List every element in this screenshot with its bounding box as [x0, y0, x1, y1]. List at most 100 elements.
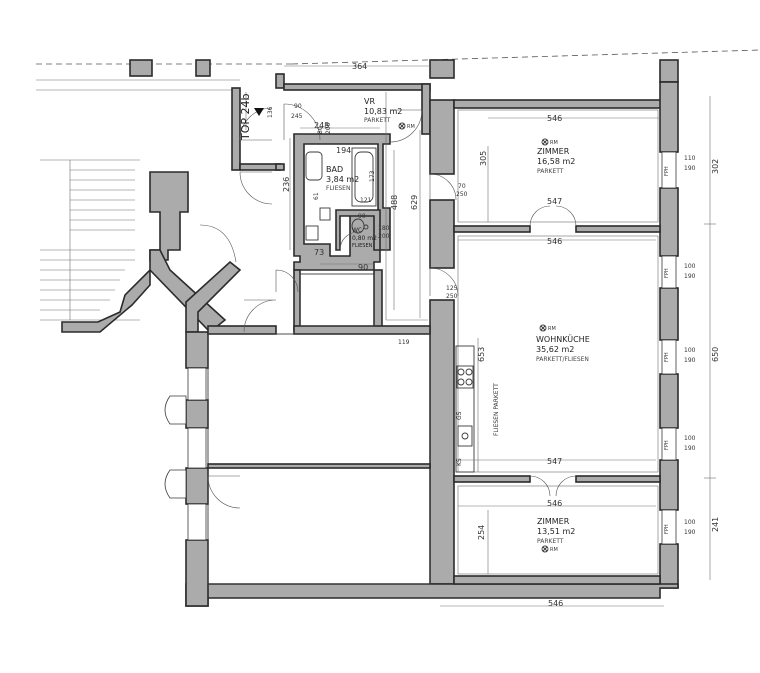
win-dim: 110: [684, 155, 696, 162]
dim-245: 245: [291, 113, 303, 120]
dim-80: 80: [317, 126, 324, 134]
wall: [659, 287, 679, 341]
wall: [275, 73, 285, 89]
kitchen-counter: [455, 345, 475, 473]
win-dim: 100: [684, 435, 696, 442]
dim-180: 180: [378, 225, 390, 232]
room-wohnkueche-name: WOHNKÜCHE: [536, 334, 590, 344]
win-dim: 190: [684, 529, 696, 536]
fph-label: FPH: [664, 524, 670, 534]
plot-boundary-line: [291, 49, 760, 65]
fliesen-parkett-label: FLIESEN PARKETT: [493, 383, 500, 436]
room-vr-name: VR: [364, 97, 375, 106]
room-wohnkueche-area: 35,62 m2: [536, 345, 574, 354]
bathtub: [351, 147, 377, 207]
dim-241: 241: [711, 517, 720, 532]
room-zimmer-top-floor: PARKETT: [537, 168, 564, 175]
dim-302: 302: [711, 159, 720, 174]
win-dim: 190: [684, 165, 696, 172]
wall: [575, 225, 661, 233]
room-vr-area: 10,83 m2: [364, 107, 402, 116]
kitchen-sink: [457, 425, 473, 447]
dim-200: 200: [378, 233, 390, 240]
room-bad-name: BAD: [326, 165, 343, 174]
dim-254: 254: [477, 525, 486, 540]
wall: [195, 59, 211, 77]
dim-194: 194: [336, 146, 351, 155]
dim-119: 119: [398, 339, 410, 346]
unit-label: TOP 24b: [239, 93, 252, 141]
win-dim: 190: [684, 445, 696, 452]
dim-121: 121: [360, 197, 372, 204]
facade-windows: [661, 151, 677, 545]
room-outline: [207, 465, 431, 585]
bay-window: [164, 469, 187, 499]
wall: [185, 583, 679, 607]
rm-label: RM: [550, 140, 558, 146]
wall: [659, 459, 679, 511]
rm-label: RM: [407, 124, 415, 130]
wall: [421, 83, 431, 135]
fph-label: FPH: [664, 166, 670, 176]
wall: [275, 163, 285, 171]
dim-90: 90: [358, 263, 368, 272]
rm-label: RM: [548, 326, 556, 332]
dim-90: 90: [294, 103, 302, 110]
stairwell-wall: [61, 249, 227, 334]
section-marker-icon: [254, 108, 264, 116]
dim-136: 136: [267, 106, 274, 118]
room-zimmer-bottom-name: ZIMMER: [537, 517, 570, 526]
wohnkueche-outline: [457, 235, 659, 473]
room-wohnkueche-floor: PARKETT/FLIESEN: [536, 356, 589, 363]
wall: [129, 59, 153, 77]
wall: [659, 187, 679, 257]
storage-room: [299, 273, 375, 327]
dim-73: 73: [314, 248, 324, 257]
win-dim: 100: [684, 263, 696, 270]
dimension-lines: [245, 65, 716, 607]
bay-window: [164, 395, 187, 425]
dim-248: 248: [314, 121, 329, 130]
doors: [207, 103, 577, 509]
dim-70: 70: [458, 183, 466, 190]
rm-label: RM: [550, 547, 558, 553]
wall: [659, 59, 679, 83]
fph-label: FPH: [664, 440, 670, 450]
room-outline: [207, 333, 431, 467]
wall: [453, 225, 531, 233]
wall: [293, 269, 301, 331]
zimmer-top-outline: [457, 109, 659, 223]
wall: [575, 475, 661, 483]
dim-629: 629: [410, 195, 419, 210]
dim-61: 61: [313, 192, 320, 200]
bathtub-inner: [354, 151, 374, 203]
dim-364: 364: [352, 62, 367, 71]
wc-wall: [335, 209, 381, 251]
room-zimmer-bottom-floor: PARKETT: [537, 538, 564, 545]
stairwell-wall: [149, 171, 189, 261]
wall: [429, 59, 455, 79]
wall: [185, 539, 209, 607]
wall: [659, 543, 679, 589]
wall: [453, 475, 531, 483]
fph-label: FPH: [664, 268, 670, 278]
win-dim: 100: [684, 519, 696, 526]
fph-label: FPH: [664, 352, 670, 362]
room-wc-area: 0,80 m2: [352, 235, 377, 242]
dim-546: 546: [547, 237, 562, 246]
wall: [373, 269, 383, 331]
wall: [239, 163, 281, 171]
dim-547: 547: [547, 197, 562, 206]
room-zimmer-top-name: ZIMMER: [537, 147, 570, 156]
dim-653: 653: [477, 347, 486, 362]
rm-markers: [363, 122, 549, 553]
wall: [453, 99, 673, 109]
room-bad-area: 3,84 m2: [326, 175, 359, 184]
left-windows: [187, 367, 207, 541]
stair-landing-curve: [199, 224, 237, 263]
bathroom-wall: [293, 133, 391, 271]
wall: [429, 299, 455, 585]
room-zimmer-bottom-area: 13,51 m2: [537, 527, 575, 536]
gs-label: GS: [456, 411, 463, 420]
